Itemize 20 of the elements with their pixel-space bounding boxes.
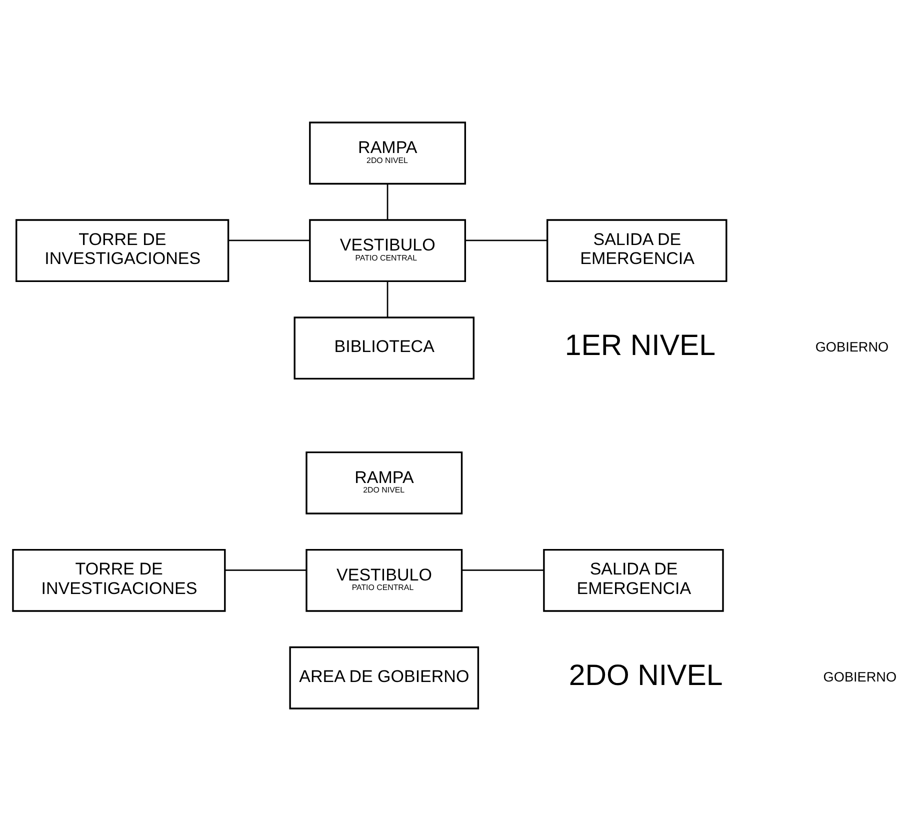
node-box: BIBLIOTECA xyxy=(294,316,475,380)
node-box: RAMPA 2DO NIVEL xyxy=(306,451,463,514)
node-box: VESTIBULO PATIO CENTRAL xyxy=(309,219,466,282)
connector xyxy=(465,240,547,242)
connector xyxy=(462,570,544,571)
node-box: SALIDA DE EMERGENCIA xyxy=(543,548,724,612)
connector xyxy=(225,570,306,571)
label: GOBIERNO xyxy=(823,669,897,684)
label: 2DO NIVEL xyxy=(568,659,723,692)
node-box: AREA DE GOBIERNO xyxy=(289,646,480,710)
node-box: RAMPA 2DO NIVEL xyxy=(309,122,466,185)
node-box: TORRE DE INVESTIGACIONES xyxy=(16,219,230,282)
connector xyxy=(386,184,388,220)
node-box: VESTIBULO PATIO CENTRAL xyxy=(306,548,463,612)
connector xyxy=(228,240,310,242)
node-box: SALIDA DE EMERGENCIA xyxy=(546,219,728,282)
connector xyxy=(386,281,388,318)
node-box: TORRE DE INVESTIGACIONES xyxy=(12,548,226,612)
label: GOBIERNO xyxy=(815,340,889,355)
label: 1ER NIVEL xyxy=(564,329,716,362)
